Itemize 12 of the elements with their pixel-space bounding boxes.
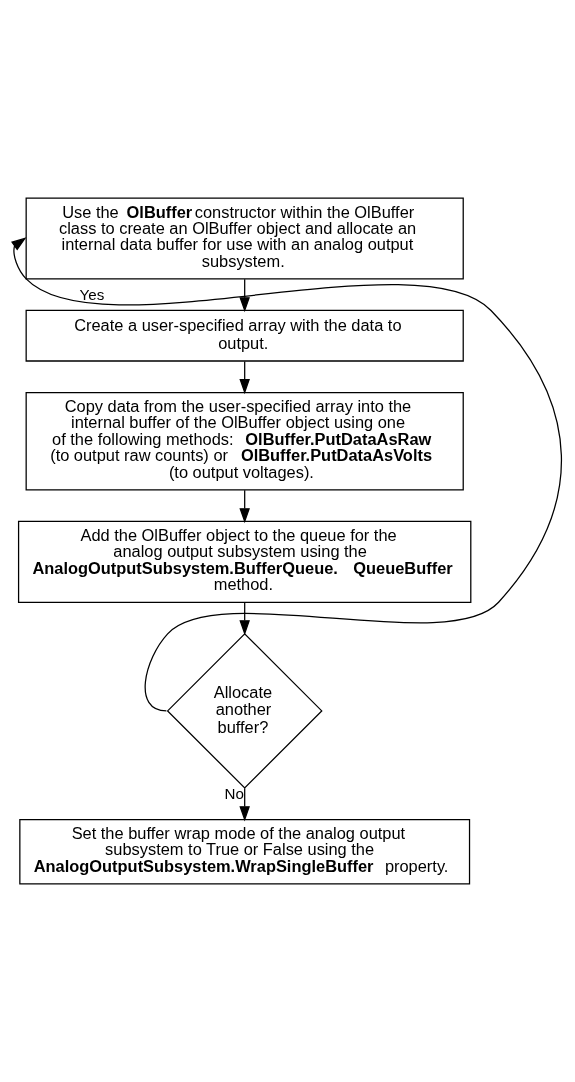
node-box: Use the OlBuffer constructor within the OlBuffer class to create an OlBuffer object and allocate an internal data buffer for use with an analog output subsystem. [25,197,464,280]
arrow [239,601,250,636]
arrow [239,787,250,822]
node-box: Create a user-specified array with the data to output. [25,309,464,362]
arrow [239,278,250,313]
node-box: Add the OlBuffer object to the queue for the analog output subsystem using the AnalogOutputSubsystem.BufferQueue. QueueBuffer method. [17,520,472,603]
node-diamond: Allocate another buffer? [166,632,323,789]
arrow [239,489,250,524]
arrow [11,237,562,712]
node-box: Copy data from the user-specified array into the internal buffer of the OlBuffer object using one of the following methods: OlBuffer.PutDataAsRaw (to output raw counts) or OlBuffer.PutDataAsVolts (to output voltages). [25,391,464,491]
node-box: Set the buffer wrap mode of the analog output subsystem to True or False using the AnalogOutputSubsystem.WrapSingleBuffer property. [19,818,471,885]
edge-label: Yes [79,286,105,304]
